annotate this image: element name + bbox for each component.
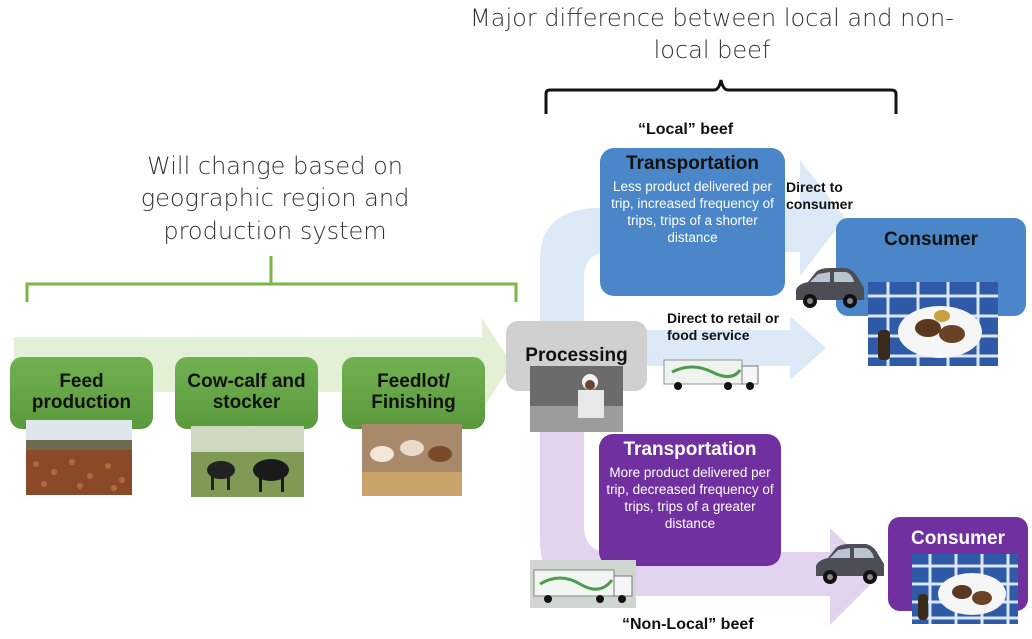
major-difference-heading: Major difference between local and non-l… [470, 4, 954, 65]
retail-truck-icon [663, 359, 759, 390]
feedlot-finishing-label: Feedlot/ Finishing [371, 371, 456, 413]
nonlocal-meal-photo [912, 554, 1018, 624]
nonlocal-car-icon [816, 544, 884, 584]
production-bracket [25, 256, 518, 302]
sorghum-field-photo [26, 420, 132, 495]
feedlot-cattle-photo [362, 424, 462, 496]
transport-bracket [544, 79, 898, 114]
local-transportation-box: Transportation Less product delivered pe… [600, 148, 785, 296]
retail-flow-arrow [600, 316, 826, 380]
nonlocal-transportation-box: Transportation More product delivered pe… [599, 434, 781, 566]
nonlocal-transportation-description: More product delivered per trip, decreas… [606, 464, 774, 531]
nonlocal-consumer-label: Consumer [911, 528, 1005, 549]
local-car-icon [796, 268, 864, 308]
local-beef-label: “Local” beef [638, 121, 734, 138]
will-change-heading: Will change based on geographic region a… [140, 152, 410, 245]
nonlocal-truck-icon [530, 560, 636, 608]
direct-to-consumer-label: Direct to consumer [786, 179, 853, 212]
processing-label: Processing [525, 344, 628, 366]
local-meal-photo [868, 282, 998, 366]
local-consumer-label: Consumer [884, 229, 978, 250]
cow-calf-stocker-box: Cow-calf and stocker [175, 357, 318, 429]
nonlocal-beef-label: “Non-Local” beef [622, 616, 754, 633]
feed-production-box: Feed production [10, 357, 153, 429]
local-transportation-description: Less product delivered per trip, increas… [611, 178, 774, 245]
feed-production-label: Feed production [31, 371, 132, 413]
feedlot-finishing-box: Feedlot/ Finishing [342, 357, 485, 429]
cow-calf-stocker-label: Cow-calf and stocker [187, 371, 306, 413]
nonlocal-transportation-title: Transportation [623, 439, 757, 460]
cattle-pasture-photo [191, 426, 304, 497]
direct-to-retail-label: Direct to retail or food service [667, 310, 780, 343]
local-transportation-title: Transportation [625, 153, 759, 174]
processing-worker-photo [530, 366, 623, 432]
